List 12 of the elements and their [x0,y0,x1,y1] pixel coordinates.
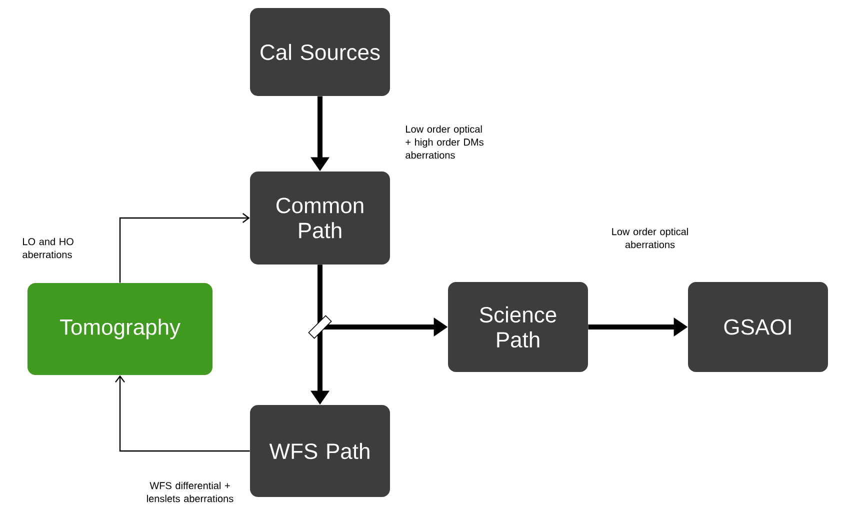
process-box: WFS Path [250,405,390,497]
process-box: Tomography [28,283,212,375]
annotation: LO and HO aberrations [22,238,74,258]
annotation: WFS differential + lenslets aberrations [147,482,234,502]
process-box: Cal Sources [250,8,390,96]
process-box: GSAOI [688,282,828,372]
arrow [115,375,250,452]
annotation: Low order optical aberrations [612,228,688,248]
process-box: Science Path [448,282,588,372]
arrow [119,213,250,283]
annotation: Low order optical + high order DMs aberrations [406,125,484,159]
process-box: Common Path [250,172,390,264]
